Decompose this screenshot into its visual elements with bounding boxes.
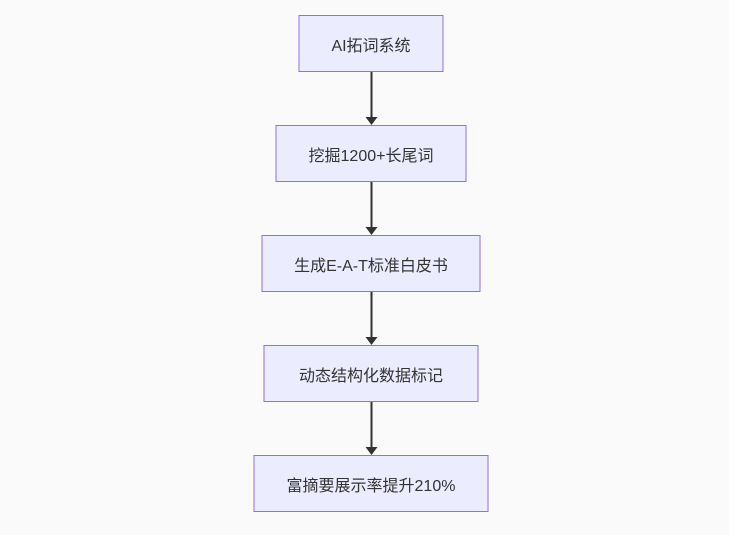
flowchart-node-dynamic-structured-data-markup: 动态结构化数据标记 <box>263 345 479 402</box>
arrow-down <box>365 72 377 125</box>
arrow-line <box>370 292 372 338</box>
arrow-down <box>365 292 377 345</box>
arrow-line <box>370 72 372 118</box>
flowchart-node-rich-snippet-rate-increase: 富摘要展示率提升210% <box>253 455 489 512</box>
flowchart-node-mine-longtail-keywords: 挖掘1200+长尾词 <box>275 125 467 182</box>
flowchart: AI拓词系统 挖掘1200+长尾词 生成E-A-T标准白皮书 动态结构化数据标记… <box>253 15 489 512</box>
arrowhead-icon <box>365 227 377 235</box>
arrow-line <box>370 182 372 228</box>
arrow-down <box>365 402 377 455</box>
arrow-down <box>365 182 377 235</box>
flowchart-node-ai-word-expansion-system: AI拓词系统 <box>298 15 444 72</box>
arrow-line <box>370 402 372 448</box>
arrowhead-icon <box>365 447 377 455</box>
arrowhead-icon <box>365 117 377 125</box>
arrowhead-icon <box>365 337 377 345</box>
flowchart-node-generate-eat-whitepaper: 生成E-A-T标准白皮书 <box>261 235 481 292</box>
